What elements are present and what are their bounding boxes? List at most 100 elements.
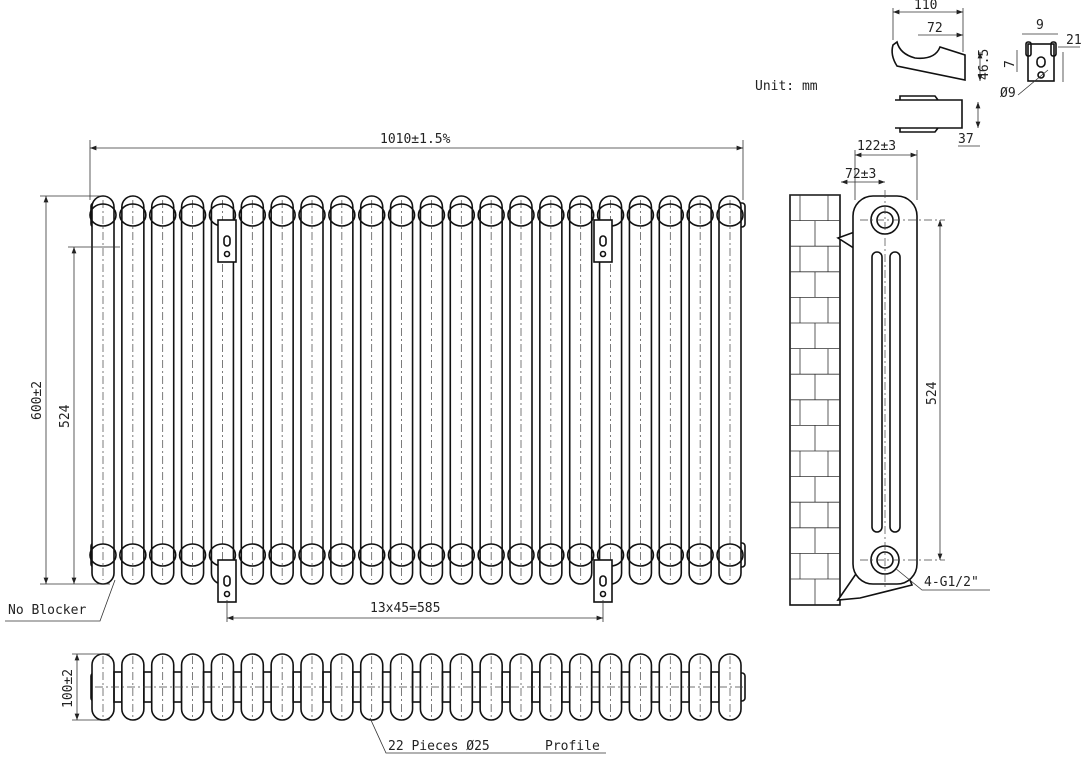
- radiator-column: [509, 195, 533, 585]
- profile-label: Profile: [545, 739, 600, 754]
- dim-9: 9: [1036, 18, 1044, 33]
- front-dimensions: 1010±1.5% 600±2 524 13x45=585 No Blocker: [5, 132, 744, 622]
- side-centers-dimension: 524: [925, 381, 940, 405]
- column-nipple: [119, 543, 147, 567]
- side-slot: [889, 251, 901, 533]
- radiator-column: [479, 195, 503, 585]
- front-view: [89, 195, 746, 603]
- column-nipple: [238, 203, 267, 227]
- column-nipple: [626, 543, 655, 567]
- column-nipple: [686, 203, 714, 227]
- wall-bricks: [789, 194, 841, 606]
- radiator-column: [568, 195, 593, 585]
- column-nipple: [716, 543, 744, 567]
- centers-dimension: 524: [58, 404, 73, 428]
- unit-label: Unit: mm: [755, 79, 818, 94]
- column-nipple: [178, 543, 207, 567]
- column-nipple: [447, 543, 476, 567]
- column-nipple: [298, 203, 326, 227]
- profile-dimensions: 100±2 22 Pieces Ø25 Profile: [61, 653, 606, 754]
- column-nipple: [447, 203, 476, 227]
- column-nipple: [238, 543, 267, 567]
- radiator-column: [330, 195, 354, 585]
- dim-21: 21: [1066, 33, 1082, 48]
- dim-37: 37: [958, 132, 974, 147]
- bracket-spacing-dimension: 13x45=585: [370, 601, 440, 616]
- column-nipple: [626, 203, 655, 227]
- radiator-column: [180, 195, 205, 585]
- radiator-column: [718, 195, 742, 585]
- profile-depth-dimension: 100±2: [61, 669, 76, 708]
- radiator-column: [150, 195, 175, 585]
- dim-hole: Ø9: [1000, 86, 1016, 101]
- column-nipple: [537, 543, 565, 567]
- column-nipple: [328, 203, 356, 227]
- column-nipple: [566, 203, 595, 227]
- radiator-column: [449, 195, 474, 585]
- dim-7: 7: [1003, 60, 1018, 68]
- radiator-column: [121, 195, 145, 585]
- wall-bracket: [593, 219, 613, 263]
- bracket-slot: [599, 235, 607, 247]
- column-nipple: [268, 203, 296, 227]
- bracket-hole: [599, 590, 607, 598]
- column-nipple: [89, 203, 117, 227]
- radiator-column: [628, 195, 653, 585]
- column-nipple: [656, 203, 685, 227]
- wall-offset-dimension: 72±3: [845, 167, 876, 182]
- dim-110: 110: [914, 0, 937, 13]
- column-nipple: [178, 203, 207, 227]
- radiator-column: [270, 195, 294, 585]
- radiator-column: [688, 195, 712, 585]
- pieces-label: 22 Pieces Ø25: [388, 739, 490, 754]
- column-nipple: [417, 543, 446, 567]
- radiator-column: [539, 195, 563, 585]
- profile-connector: [471, 671, 481, 703]
- column-nipple: [507, 203, 535, 227]
- wall-bracket: [217, 219, 237, 263]
- width-dimension: 1010±1.5%: [380, 132, 451, 147]
- connection-label: 4-G1/2": [924, 575, 979, 590]
- side-view: 122±3 72±3 524 4-G1/2": [789, 139, 990, 606]
- profile-view: [90, 653, 746, 721]
- column-nipple: [656, 543, 685, 567]
- bracket-slot: [223, 235, 231, 247]
- column-nipple: [507, 543, 535, 567]
- dim-72: 72: [927, 21, 943, 36]
- dim-46-5: 46.5: [977, 49, 992, 80]
- side-slot: [871, 251, 883, 533]
- column-nipple: [357, 543, 386, 567]
- radiator-column: [389, 195, 414, 585]
- column-nipple: [387, 543, 416, 567]
- column-nipple: [716, 203, 744, 227]
- column-nipple: [417, 203, 446, 227]
- radiator-column: [300, 195, 324, 585]
- radiator-column: [419, 195, 444, 585]
- depth-dimension: 122±3: [857, 139, 896, 154]
- column-nipple: [686, 543, 714, 567]
- column-nipple: [268, 543, 296, 567]
- bracket-slot: [599, 575, 607, 587]
- bracket-slot: [223, 575, 231, 587]
- column-nipple: [357, 203, 386, 227]
- height-dimension: 600±2: [30, 381, 45, 420]
- no-blocker-label: No Blocker: [8, 603, 86, 618]
- column-nipple: [387, 203, 416, 227]
- column-nipple: [89, 543, 117, 567]
- column-nipple: [477, 203, 505, 227]
- bracket-hole: [599, 250, 607, 258]
- bracket-hole: [223, 590, 231, 598]
- column-nipple: [148, 203, 177, 227]
- column-nipple: [119, 203, 147, 227]
- column-nipple: [477, 543, 505, 567]
- column-nipple: [148, 543, 177, 567]
- bracket-detail: 110 72 46.5 37 9 21 7 Ø9: [891, 0, 1082, 147]
- column-nipple: [328, 543, 356, 567]
- column-nipple: [298, 543, 326, 567]
- radiator-column: [658, 195, 683, 585]
- radiator-column: [240, 195, 265, 585]
- column-nipple: [566, 543, 595, 567]
- radiator-column: [359, 195, 384, 585]
- bracket-hole: [223, 250, 231, 258]
